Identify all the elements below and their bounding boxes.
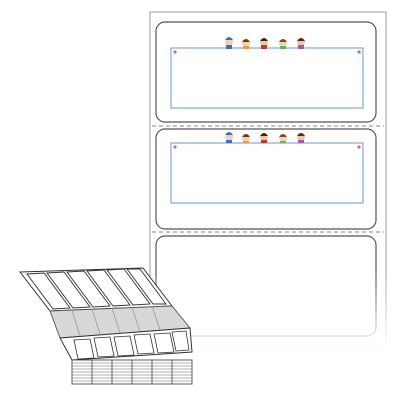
fanfold-front-label-6 xyxy=(171,330,190,352)
girl-orange-icon xyxy=(242,134,250,143)
fanfold-top-panel xyxy=(19,267,173,312)
fanfold-front-label-3 xyxy=(113,335,135,357)
fanfold-top-label-4 xyxy=(86,269,131,307)
girl-green-icon xyxy=(279,134,287,143)
fanfold-top-label-1 xyxy=(26,272,71,310)
fanfold-middle-panel xyxy=(49,305,191,339)
boy-purple-icon xyxy=(297,38,305,49)
label-1-kids-illustration xyxy=(225,37,305,49)
label-1-corner-dot-right xyxy=(357,50,361,54)
label-2-corner-dot-left xyxy=(173,145,177,149)
label-2-corner-dot-right xyxy=(357,145,361,149)
label-2-kids-illustration xyxy=(225,132,305,143)
boy-dark-icon xyxy=(260,133,268,143)
boy-cap-icon xyxy=(225,37,233,49)
fanfold-top-label-2 xyxy=(46,271,91,309)
fanfold-stack xyxy=(19,267,193,385)
fanfold-stack-edges xyxy=(71,359,193,385)
label-2-outline xyxy=(155,128,377,230)
fanfold-top-label-3 xyxy=(66,270,111,308)
label-2 xyxy=(155,128,377,230)
boy-purple-icon xyxy=(297,133,305,143)
label-1-outline xyxy=(155,21,377,123)
label-1-corner-dot-left xyxy=(173,50,177,54)
girl-orange-icon xyxy=(242,39,250,49)
fanfold-top-label-5 xyxy=(106,268,151,306)
fanfold-front-label-4 xyxy=(133,333,155,355)
label-1 xyxy=(155,21,377,123)
fanfold-front-label-5 xyxy=(153,332,175,354)
fanfold-stack-front xyxy=(59,327,193,361)
boy-cap-icon xyxy=(225,132,233,143)
boy-dark-icon xyxy=(260,38,268,49)
fanfold-top-label-6 xyxy=(126,268,167,305)
fanfold-front-label-2 xyxy=(93,336,115,358)
girl-green-icon xyxy=(279,39,287,49)
label-sheet xyxy=(145,11,395,350)
fanfold-front-label-1 xyxy=(73,338,95,360)
